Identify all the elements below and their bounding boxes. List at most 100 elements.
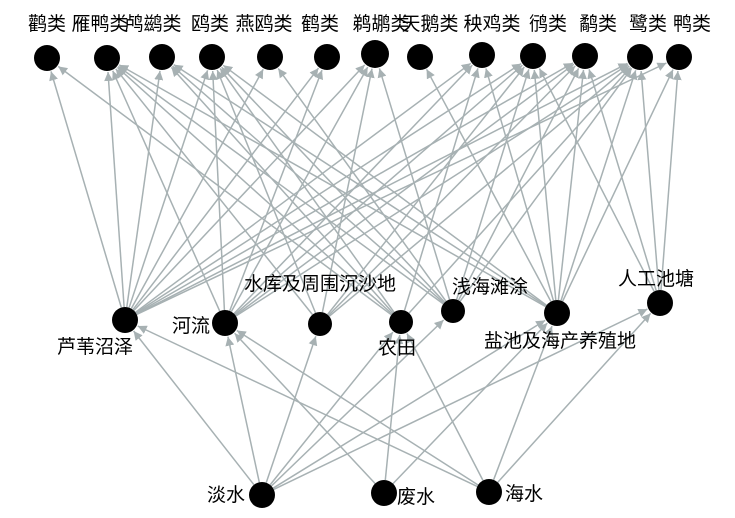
- node-b10: [520, 43, 546, 69]
- edge-h7-b11: [587, 69, 657, 291]
- node-label-b9: 秧鸡类: [463, 13, 520, 35]
- edge-h1-b13: [136, 62, 667, 316]
- edge-h7-b10: [538, 68, 655, 292]
- edge-w3-h6: [492, 325, 554, 481]
- edge-h6-b12: [560, 70, 638, 301]
- edge-w1-h5: [270, 319, 445, 487]
- node-h2: [212, 310, 238, 336]
- node-w2: [371, 480, 397, 506]
- node-b9: [469, 42, 495, 68]
- edge-h4-b1: [57, 65, 392, 316]
- node-h6: [544, 300, 570, 326]
- node-b4: [199, 44, 225, 70]
- edge-h6-b11: [557, 69, 587, 301]
- node-label-b1: 鹳类: [28, 13, 66, 35]
- node-b11: [572, 43, 598, 69]
- edge-w2-h2: [234, 332, 376, 485]
- edge-h1-b6: [132, 67, 320, 311]
- edge-h4-b12: [408, 66, 632, 314]
- node-b2: [94, 45, 120, 71]
- edge-h5-b5: [277, 67, 447, 302]
- edge-w1-h1: [133, 330, 255, 486]
- edge-h3-b11: [327, 65, 576, 317]
- node-label-h3: 水库及周围沉沙地: [244, 273, 396, 295]
- edge-h1-b4: [128, 70, 210, 308]
- edge-h6-b8: [425, 68, 552, 302]
- node-h1: [112, 307, 138, 333]
- edge-h3-b7: [321, 68, 375, 313]
- edge-w2-h6: [392, 322, 548, 485]
- edge-h6-b9: [484, 68, 555, 301]
- node-label-h5: 浅海滩涂: [452, 276, 528, 298]
- edge-h3-b10: [326, 66, 525, 316]
- edge-h3-b2: [115, 68, 314, 316]
- edge-h5-b7: [377, 68, 451, 300]
- node-label-b2: 雁鸭类: [71, 13, 128, 35]
- edge-h2-b7: [230, 66, 369, 312]
- edge-h5-b10: [455, 69, 531, 300]
- edge-h1-b1: [49, 71, 123, 308]
- edge-h7-b13: [660, 70, 682, 291]
- edge-h1-b9: [134, 62, 472, 313]
- edge-h4-b4: [219, 67, 395, 313]
- edge-h6-b10: [530, 69, 557, 301]
- node-label-b11: 鹬类: [579, 13, 617, 35]
- node-h4: [389, 310, 413, 334]
- node-b13: [666, 44, 692, 70]
- node-b1: [34, 45, 60, 71]
- edge-h1-b12: [136, 62, 628, 315]
- node-label-w3: 海水: [505, 483, 543, 505]
- node-h3: [308, 312, 332, 336]
- node-label-h4: 农田: [378, 337, 416, 359]
- edge-h6-b3: [173, 63, 547, 307]
- edge-layer: [49, 62, 682, 491]
- edge-h5-b2: [117, 65, 444, 305]
- node-b6: [314, 44, 340, 70]
- edge-w3-h2: [236, 329, 479, 486]
- edge-w3-h4: [406, 333, 484, 481]
- node-label-b4: 鸥类: [191, 13, 229, 35]
- edge-h1-b2: [104, 71, 125, 308]
- edge-w2-h4: [384, 334, 404, 481]
- edge-h5-b3: [172, 65, 445, 304]
- node-label-b13: 鸭类: [673, 13, 711, 35]
- node-b8: [407, 44, 433, 70]
- edge-h1-b10: [135, 62, 522, 314]
- edge-h6-b13: [561, 69, 674, 302]
- node-h5: [441, 299, 465, 323]
- edge-h4-b2: [116, 66, 393, 315]
- node-h7: [647, 290, 673, 316]
- node-label-h2: 河流: [172, 315, 210, 337]
- node-label-b12: 鹭类: [629, 13, 667, 35]
- edge-h4-b3: [170, 66, 394, 314]
- node-w3: [476, 479, 502, 505]
- node-b7: [361, 40, 389, 68]
- node-b5: [257, 44, 283, 70]
- node-label-b7: 鹈鹕类: [352, 13, 409, 35]
- edge-w1-h3: [265, 336, 318, 483]
- edge-h7-b12: [637, 70, 660, 291]
- edge-h2-b6: [228, 69, 323, 312]
- edge-h2-b9: [233, 64, 473, 315]
- node-label-w2: 废水: [397, 486, 435, 508]
- edge-h3-b4: [216, 69, 317, 314]
- edge-h2-b2: [112, 70, 221, 312]
- edge-h2-b12: [235, 63, 629, 317]
- edge-w3-h7: [497, 312, 652, 483]
- edge-h2-b10: [234, 64, 523, 316]
- node-w1: [249, 482, 275, 508]
- edge-h6-b2: [118, 64, 547, 308]
- node-label-b10: 鸻类: [529, 13, 567, 35]
- edge-w1-h6: [272, 319, 546, 489]
- edge-h1-b3: [126, 70, 164, 308]
- node-label-b3: 鸬鹚类: [124, 13, 181, 35]
- node-label-h6: 盐池及海产养殖地: [484, 330, 636, 352]
- edge-h1-b7: [133, 64, 366, 312]
- edge-h4-b9: [403, 68, 480, 311]
- edge-h5-b4: [221, 66, 446, 303]
- node-label-h7: 人工池塘: [618, 268, 694, 290]
- node-label-w1: 淡水: [207, 484, 245, 506]
- edge-w3-h1: [137, 325, 478, 488]
- edge-w1-h7: [273, 308, 648, 491]
- node-label-h1: 芦苇沼泽: [57, 336, 133, 358]
